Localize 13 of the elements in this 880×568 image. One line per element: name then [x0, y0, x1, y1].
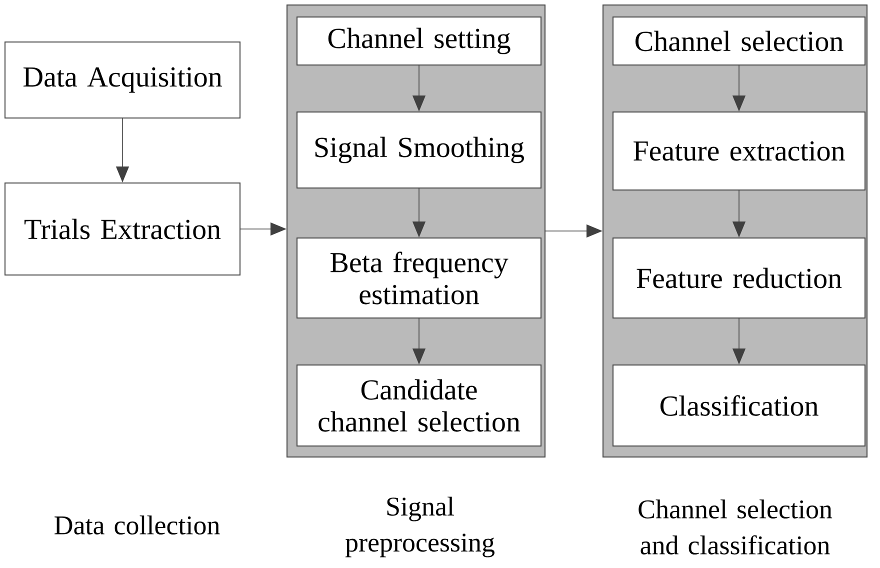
caption: Data collection	[54, 516, 220, 534]
process-box: Channel selection	[612, 16, 866, 66]
caption: Signal preprocessing	[345, 496, 494, 558]
process-box: Trials Extraction	[4, 182, 240, 276]
process-box: Data Acquisition	[4, 42, 240, 118]
caption: Channel selection and classification	[638, 500, 832, 554]
process-box: Classification	[612, 364, 866, 446]
process-box: Beta frequency estimation	[296, 238, 542, 318]
process-box: Feature reduction	[612, 238, 866, 318]
process-box: Signal Smoothing	[296, 112, 542, 188]
process-box: Candidate channel selection	[296, 364, 542, 446]
process-box: Feature extraction	[612, 112, 866, 190]
process-box: Channel setting	[296, 16, 542, 66]
